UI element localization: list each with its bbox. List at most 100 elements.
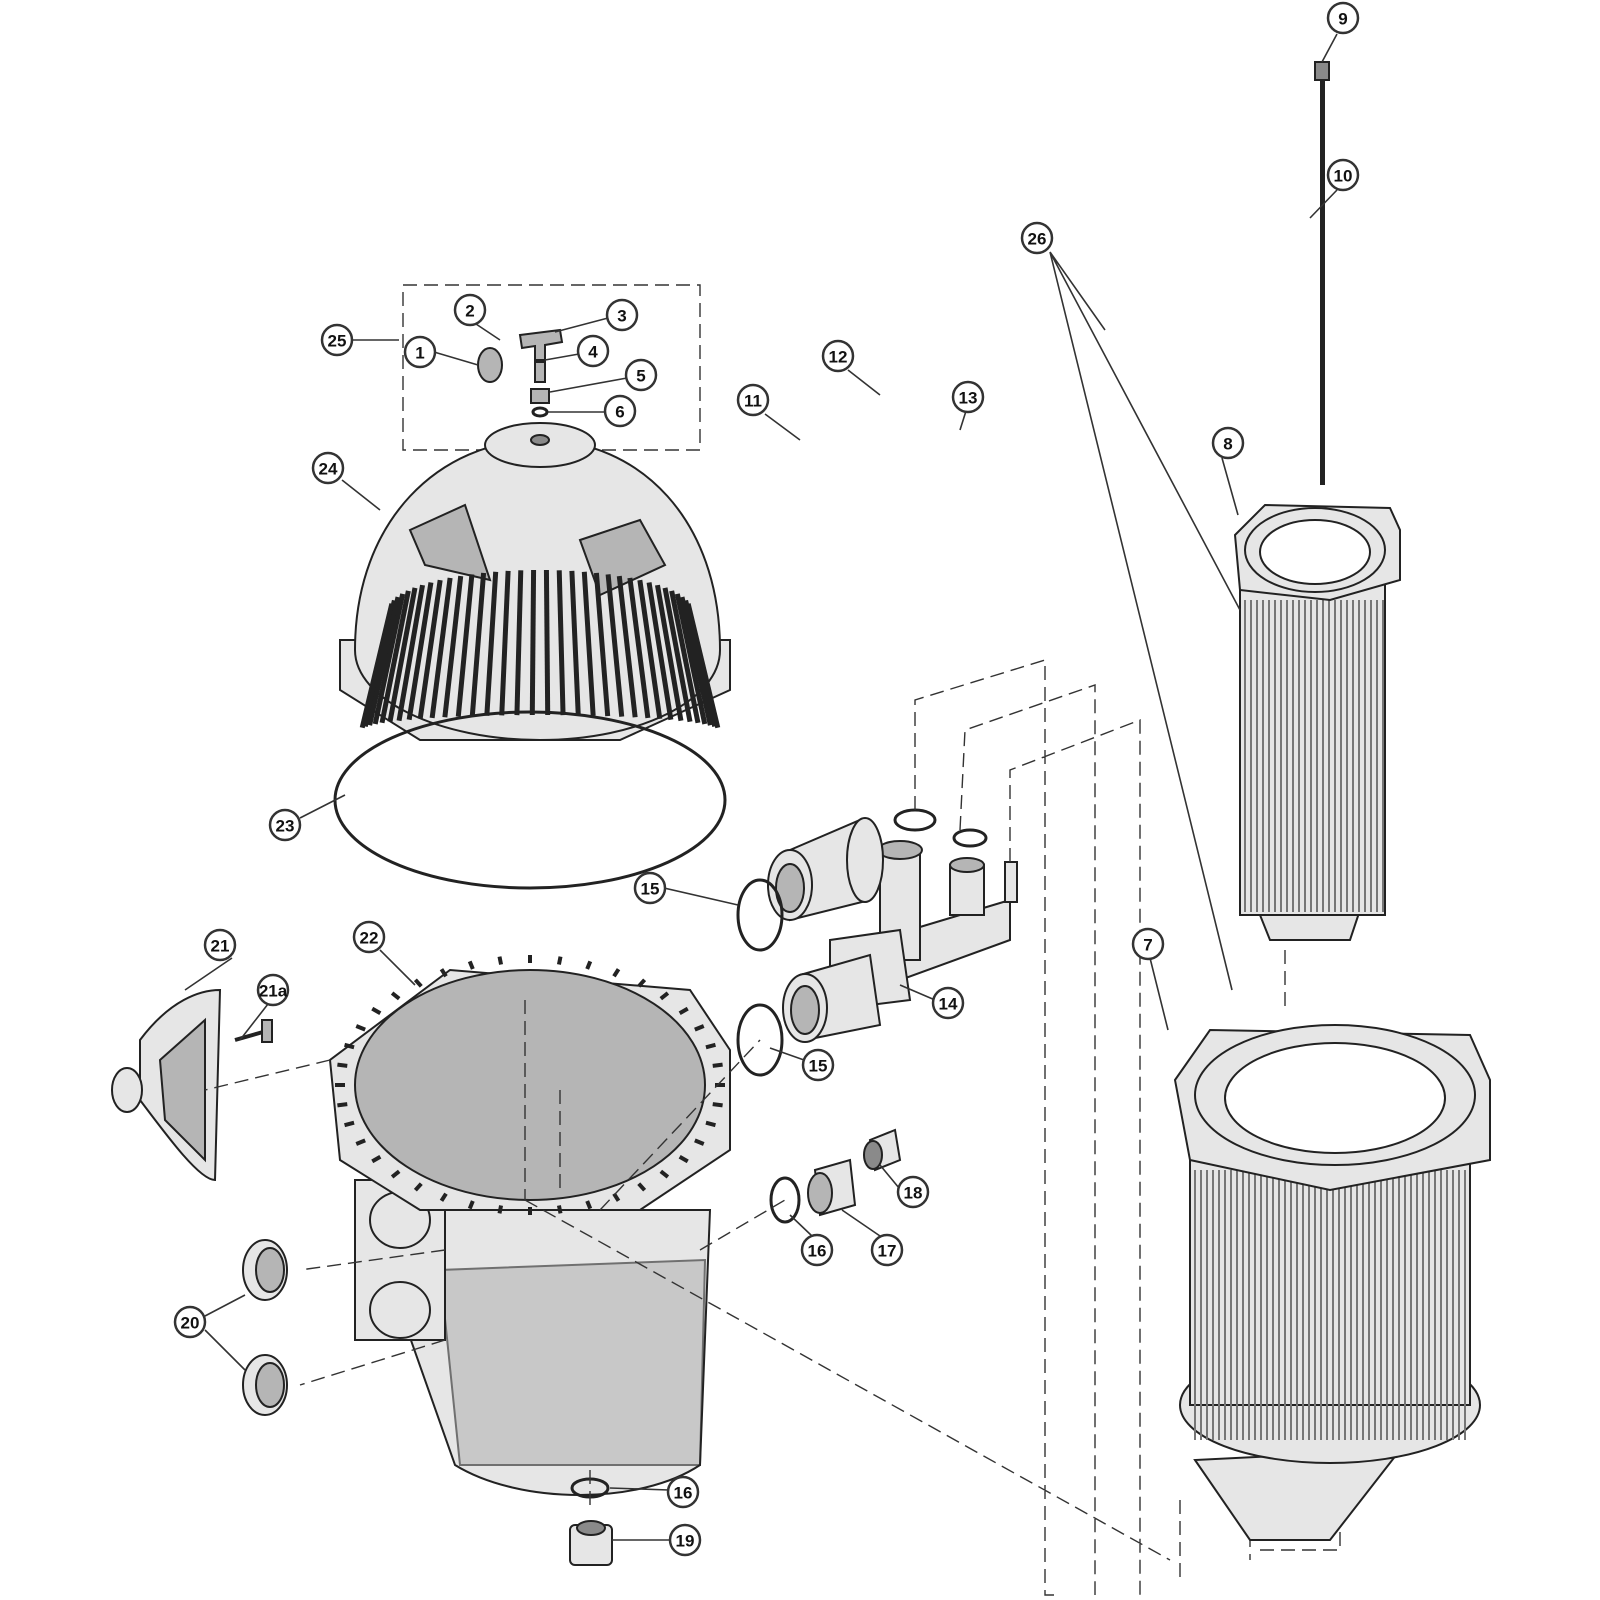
- callout-label: 15: [809, 1057, 828, 1076]
- callout-16: 16: [666, 1475, 700, 1509]
- callout-circle: [801, 1048, 835, 1082]
- callout-circle: [870, 1233, 904, 1267]
- callout-circle: [668, 1523, 702, 1557]
- detail-line: [659, 1169, 670, 1179]
- part-10-rod: [1314, 61, 1330, 485]
- detail-line: [406, 582, 434, 721]
- callout-label: 25: [328, 332, 347, 351]
- callout-25: 25: [320, 323, 354, 357]
- callout-22: 22: [352, 920, 386, 954]
- callout-circle: [633, 871, 667, 905]
- detail-line: [372, 593, 406, 725]
- callout-15: 15: [633, 871, 667, 905]
- detail-line: [367, 596, 401, 726]
- callout-14: 14: [931, 986, 965, 1020]
- callout-label: 19: [676, 1532, 695, 1551]
- detail-line: [497, 1205, 504, 1214]
- part-5-nut: [530, 388, 550, 404]
- callout-label: 26: [1028, 230, 1047, 249]
- detail-line: [712, 1062, 723, 1068]
- callout-11: 11: [736, 383, 770, 417]
- detail-line: [705, 1120, 716, 1128]
- part-20-union-nut: [242, 1239, 288, 1301]
- callout-circle: [1211, 426, 1245, 460]
- detail-line: [627, 577, 651, 719]
- part-4-spring: [534, 361, 546, 383]
- part-19-drain-plug: [569, 1520, 613, 1566]
- detail-line: [514, 570, 524, 716]
- callout-label: 6: [615, 403, 624, 422]
- callout-circle: [605, 298, 639, 332]
- detail-line: [439, 968, 448, 978]
- callout-1: 1: [403, 335, 437, 369]
- callout-label: 8: [1223, 435, 1232, 454]
- detail-line: [439, 1192, 448, 1202]
- detail-line: [484, 571, 499, 716]
- detail-line: [685, 603, 721, 729]
- part-12-o-ring: [893, 808, 937, 832]
- callout-circle: [203, 928, 237, 962]
- part-21-clamp-knob: [111, 988, 222, 1182]
- callout-label: 13: [959, 389, 978, 408]
- callout-circle: [800, 1233, 834, 1267]
- detail-line: [616, 575, 638, 718]
- detail-line: [669, 590, 701, 724]
- callout-label: 12: [829, 348, 848, 367]
- detail-line: [694, 1024, 705, 1032]
- detail-line: [396, 584, 425, 722]
- part-6-washer: [531, 406, 549, 418]
- kit-25-box: [385, 284, 701, 451]
- part-1-knob: [477, 347, 503, 383]
- callout-21a: 21a: [256, 973, 290, 1007]
- callout-10: 10: [1326, 158, 1360, 192]
- callout-19: 19: [668, 1523, 702, 1557]
- detail-line: [499, 570, 511, 716]
- callout-18: 18: [896, 1175, 930, 1209]
- callout-circle: [311, 451, 345, 485]
- detail-line: [581, 571, 596, 716]
- callout-circle: [951, 380, 985, 414]
- callout-label: 9: [1338, 10, 1347, 29]
- callout-label: 11: [744, 392, 762, 411]
- callout-label: 24: [319, 460, 338, 479]
- part-11-union-fitting: [767, 817, 884, 922]
- detail-line: [705, 1042, 716, 1050]
- callout-9: 9: [1326, 1, 1360, 35]
- callout-label: 18: [904, 1184, 923, 1203]
- part-15-o-ring: [736, 1003, 784, 1077]
- detail-line: [371, 1006, 382, 1016]
- callout-3: 3: [605, 298, 639, 332]
- part-24-dome-lid: [339, 422, 731, 742]
- detail-line: [678, 1154, 689, 1164]
- detail-line: [712, 1102, 723, 1108]
- callout-label: 16: [808, 1242, 827, 1261]
- callout-circle: [173, 1305, 207, 1339]
- callout-circle: [603, 394, 637, 428]
- detail-line: [390, 1169, 401, 1179]
- detail-line: [556, 570, 566, 716]
- callout-circle: [896, 1175, 930, 1209]
- detail-line: [344, 1120, 355, 1128]
- callout-circle: [821, 339, 855, 373]
- part-3-tee: [518, 328, 564, 361]
- callout-circle: [576, 334, 610, 368]
- callout-label: 14: [939, 995, 958, 1014]
- detail-line: [659, 991, 670, 1001]
- detail-line: [337, 1102, 348, 1108]
- callout-circle: [352, 920, 386, 954]
- detail-line: [429, 577, 453, 719]
- detail-line: [467, 1200, 475, 1210]
- callout-8: 8: [1211, 426, 1245, 460]
- detail-line: [679, 596, 713, 726]
- callout-circle: [1020, 221, 1054, 255]
- detail-line: [413, 1182, 423, 1192]
- detail-line: [455, 574, 475, 717]
- detail-line: [585, 960, 593, 970]
- detail-line: [674, 593, 708, 725]
- callout-5: 5: [624, 358, 658, 392]
- detail-line: [637, 579, 663, 720]
- callout-label: 2: [465, 302, 474, 321]
- callout-4: 4: [576, 334, 610, 368]
- detail-line: [569, 570, 581, 716]
